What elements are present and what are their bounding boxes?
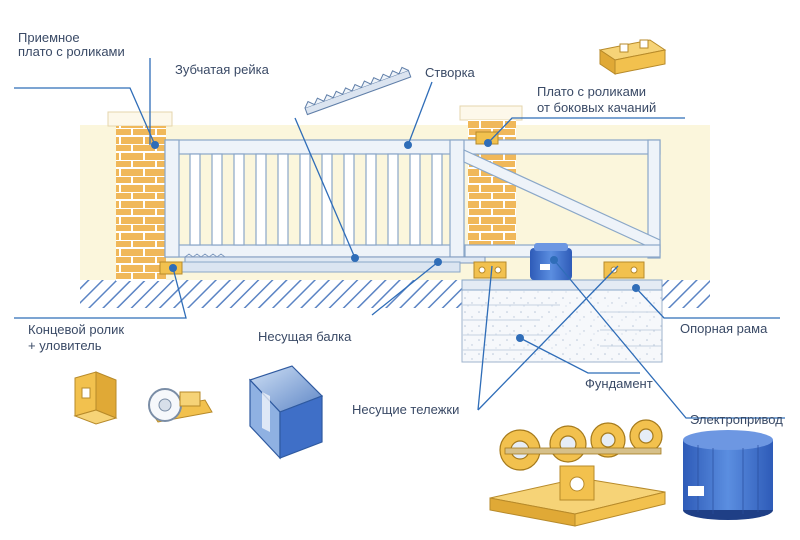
support-frame-bar <box>461 279 663 291</box>
carriages-part <box>489 419 666 527</box>
leader-lines <box>14 58 785 419</box>
bearing-beam-on-gate <box>159 261 461 273</box>
left-pillar <box>107 111 173 281</box>
label-gate-leaf: Створка <box>425 65 476 80</box>
end-roller-part <box>148 388 213 423</box>
electric-drive-part <box>683 430 773 520</box>
gate-leaf <box>164 139 661 259</box>
label-sway-plate-1: Плато с роликами <box>537 84 646 99</box>
drive-motor <box>530 243 572 280</box>
label-end-roller-2: + уловитель <box>28 338 102 353</box>
label-receiving-plate-2: плато с роликами <box>18 44 125 59</box>
label-end-roller-1: Концевой ролик <box>28 322 124 337</box>
label-sway-plate-2: от боковых качаний <box>537 100 656 115</box>
sway-plate-part <box>598 39 667 75</box>
bearing-beam-part <box>248 365 324 460</box>
roller-units <box>159 131 645 279</box>
gear-rack-part <box>304 66 412 116</box>
end-catcher-part <box>73 371 118 425</box>
foundation-block <box>461 279 663 363</box>
label-foundation: Фундамент <box>585 376 653 391</box>
label-bearing-beam: Несущая балка <box>258 329 352 344</box>
label-electric-drive: Электропривод <box>690 412 783 427</box>
label-gear-rack: Зубчатая рейка <box>175 62 270 77</box>
label-support-frame: Опорная рама <box>680 321 768 336</box>
label-carriages: Несущие тележки <box>352 402 459 417</box>
labels: Приемное плато с роликами Зубчатая рейка… <box>18 30 783 427</box>
label-receiving-plate-1: Приемное <box>18 30 80 45</box>
